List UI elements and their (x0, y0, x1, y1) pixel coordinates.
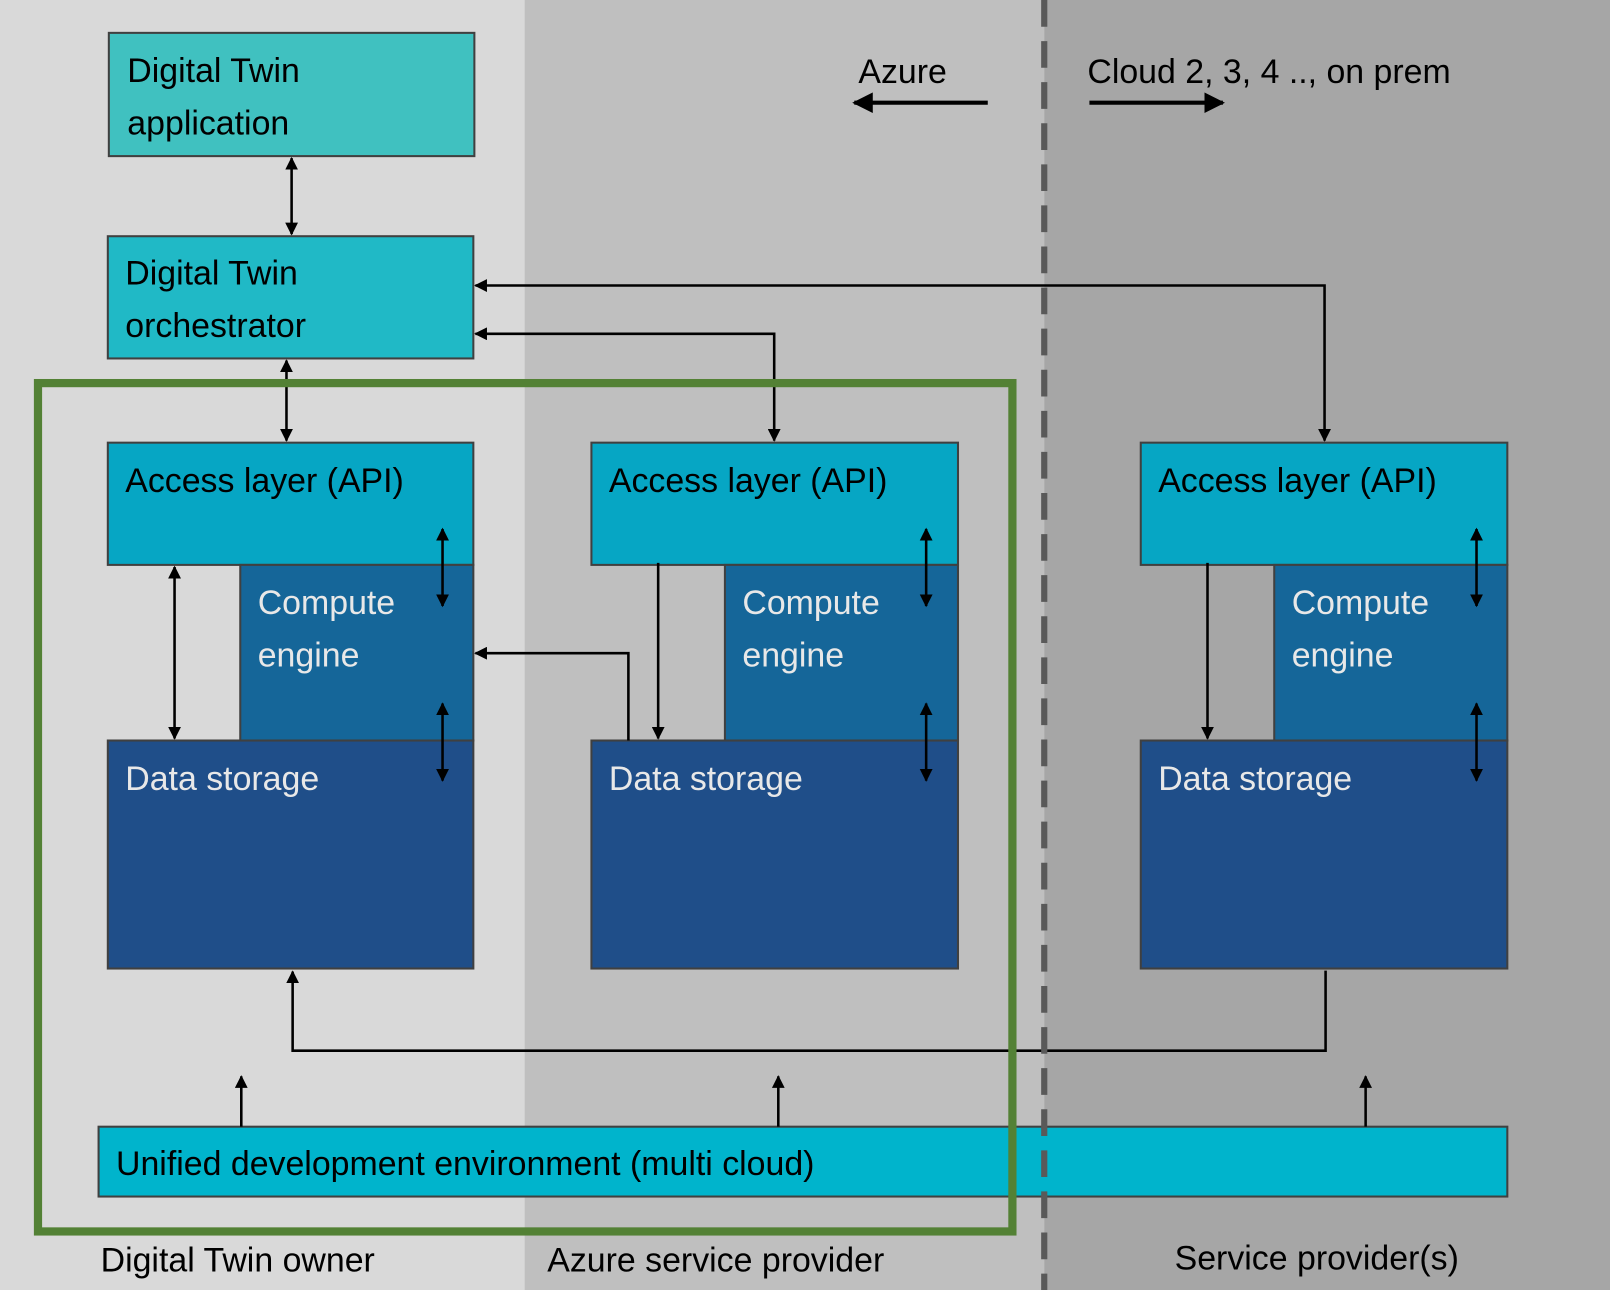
orchestrator-box (106, 235, 475, 360)
stack-azure: Access layer (API) Compute engine Data s… (590, 441, 960, 970)
access-layer-label: Access layer (API) (609, 462, 888, 500)
compute-label-2: engine (1292, 637, 1394, 675)
data-storage-label: Data storage (125, 760, 319, 798)
compute-engine-box (1273, 563, 1509, 742)
data-storage-box (1139, 739, 1509, 970)
other-direction-label: Cloud 2, 3, 4 .., on prem (1087, 53, 1450, 91)
data-storage-box (106, 739, 475, 970)
orchestrator-label-2: orchestrator (125, 307, 306, 345)
data-storage-label: Data storage (609, 760, 803, 798)
compute-engine-box (723, 563, 960, 742)
owner-boundary-frame (33, 378, 1017, 1236)
compute-label-1: Compute (742, 584, 879, 622)
orchestrator-label-1: Digital Twin (125, 254, 298, 292)
data-storage-box (590, 739, 960, 970)
unified-env-bar (97, 1125, 1509, 1198)
unified-env-label: Unified development environment (multi c… (116, 1145, 814, 1183)
arrow-orchestrator-azure (474, 327, 781, 442)
zone-other-label: Service provider(s) (1175, 1239, 1459, 1277)
compute-label-1: Compute (1292, 584, 1429, 622)
azure-direction-label: Azure (858, 53, 946, 91)
compute-label-2: engine (258, 637, 360, 675)
zone-owner-label: Digital Twin owner (101, 1242, 375, 1280)
compute-label-2: engine (742, 637, 844, 675)
compute-label-1: Compute (258, 584, 395, 622)
connectors (168, 156, 1483, 1127)
access-layer-box (1139, 441, 1509, 566)
application-label-1: Digital Twin (127, 52, 300, 90)
arrow-other-storage-to-owner-storage (286, 970, 1327, 1052)
stack-other: Access layer (API) Compute engine Data s… (1139, 441, 1509, 970)
stack-owner: Access layer (API) Compute engine Data s… (106, 441, 475, 970)
access-layer-label: Access layer (API) (125, 462, 404, 500)
data-storage-label: Data storage (1158, 760, 1352, 798)
zone-azure-label: Azure service provider (547, 1242, 884, 1280)
application-box (107, 31, 476, 158)
access-layer-label: Access layer (API) (1158, 462, 1437, 500)
arrow-azure-storage-to-owner-compute (474, 646, 630, 741)
application-label-2: application (127, 105, 289, 143)
arrow-orchestrator-other (474, 279, 1331, 442)
